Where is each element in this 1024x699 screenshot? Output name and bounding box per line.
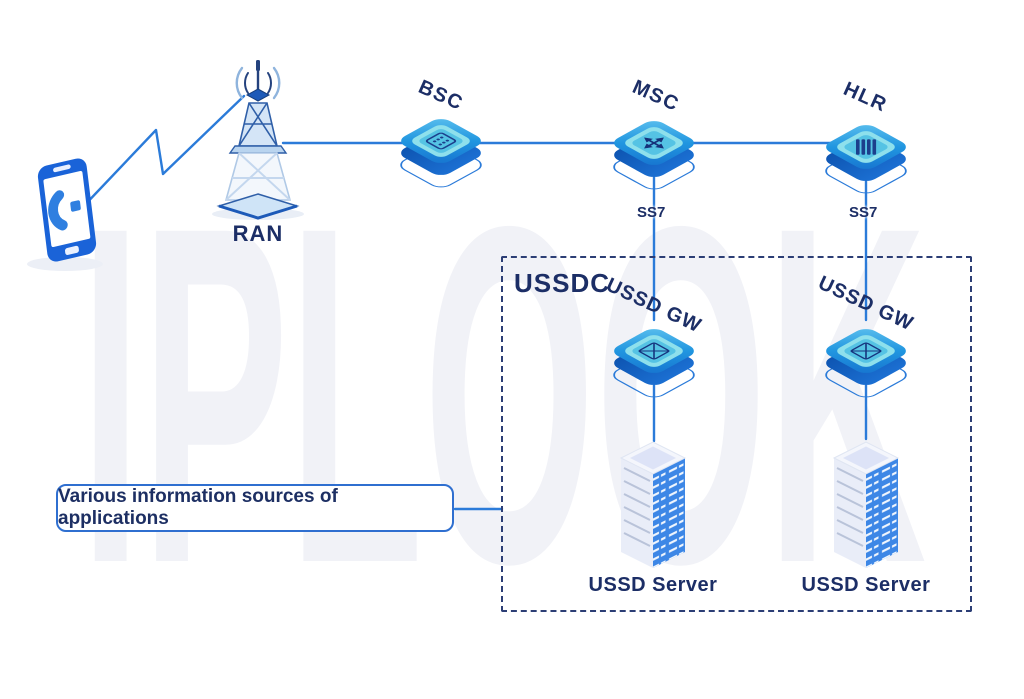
ussdc-group-title: USSDC	[514, 268, 611, 298]
switch-arrows-icon	[644, 137, 664, 149]
tower-mid-platform	[228, 145, 288, 154]
ss7-label-hlr: SS7	[849, 204, 878, 221]
envelope-icon	[850, 342, 882, 360]
ran-tower-icon	[212, 60, 304, 220]
ss7-label-msc: SS7	[637, 204, 666, 221]
ussd-server-label-right: USSD Server	[801, 574, 931, 596]
database-icon	[856, 139, 877, 155]
tower-base-rim	[218, 204, 298, 220]
phone-screen	[43, 170, 91, 248]
annotation-text: Various information sources of applicati…	[58, 486, 338, 529]
mobile-phone-icon	[27, 158, 103, 271]
tower-upper-lattice	[237, 102, 279, 147]
radio-waves-icon	[235, 66, 281, 100]
phone-shadow	[27, 257, 103, 271]
handset-icon	[48, 190, 81, 231]
ussd-server-label-left: USSD Server	[588, 574, 718, 596]
phone-home-button	[65, 245, 79, 255]
circuit-chip-icon	[425, 132, 457, 150]
ussdc-group-box	[501, 256, 972, 612]
ran-label: RAN	[232, 221, 284, 246]
phone-ran-zigzag-link	[78, 94, 246, 212]
ussd-server-icon-right	[832, 441, 900, 568]
tower-lower-lattice	[224, 152, 292, 201]
msc-node-icon	[613, 121, 695, 190]
iplook-watermark: IPLOOK	[80, 126, 927, 663]
antenna-tip	[256, 60, 260, 71]
server-vents	[623, 467, 651, 547]
server-vents	[836, 467, 864, 547]
phone-speaker	[53, 164, 71, 173]
ussd-gw-node-icon-left	[613, 329, 695, 398]
ussd-gw-node-icon-right	[825, 329, 907, 398]
ussd-server-icon-left	[619, 441, 687, 568]
annotation-box: Various information sources of applicati…	[56, 484, 454, 532]
tower-cap	[245, 88, 271, 102]
envelope-icon	[638, 342, 670, 360]
bsc-node-icon	[400, 119, 482, 188]
hlr-node-icon	[825, 125, 907, 194]
